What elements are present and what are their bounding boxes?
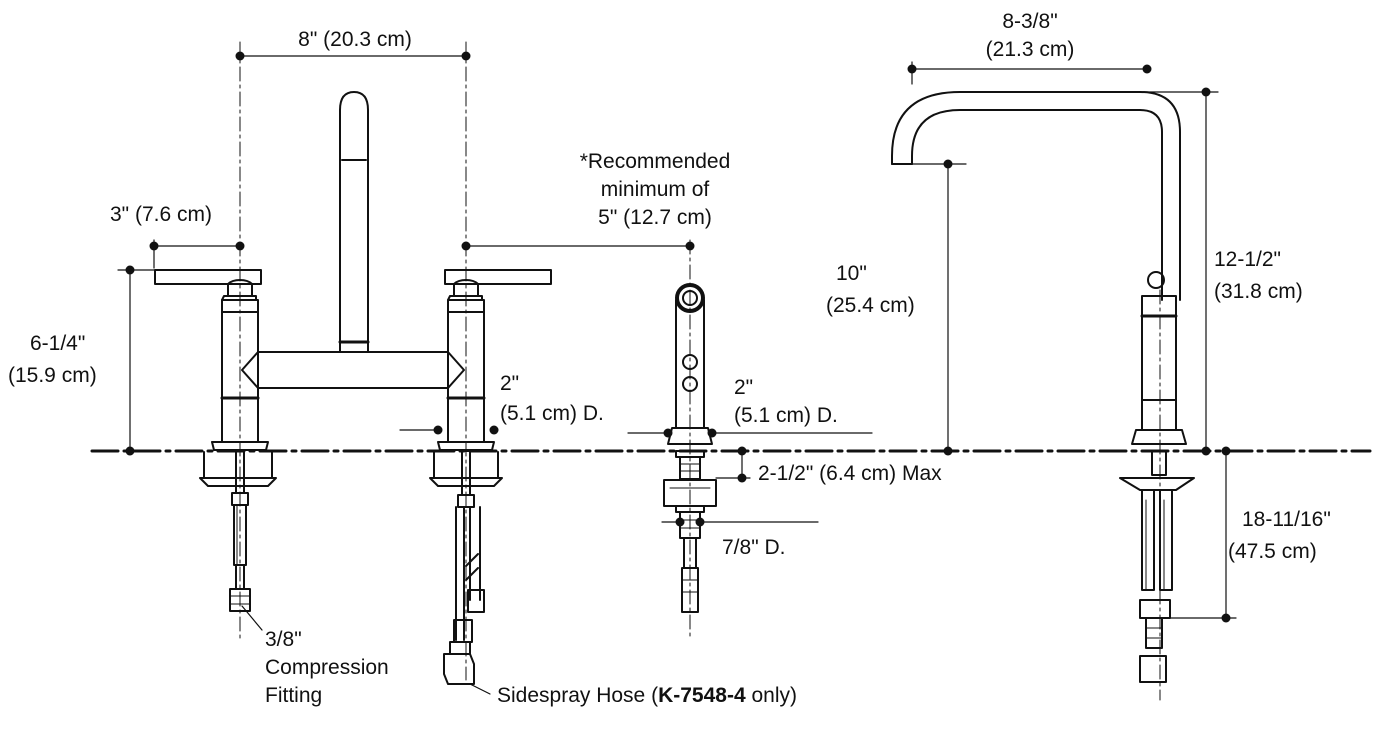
label-base-diameter-sidespray: 2" bbox=[734, 376, 754, 399]
label-handle-width: 3" (7.6 cm) bbox=[110, 203, 212, 226]
label-spout-reach: 8-3/8" bbox=[1002, 10, 1058, 33]
dimension-dots bbox=[125, 51, 1231, 623]
label-compression-3: Fitting bbox=[265, 684, 323, 707]
label-compression-2: Compression bbox=[265, 656, 389, 679]
label-spout-reach-cm: (21.3 cm) bbox=[985, 38, 1075, 61]
label-compression-1: 3/8" bbox=[265, 628, 302, 651]
label-recommended-1: *Recommended bbox=[579, 150, 731, 173]
bridge-faucet bbox=[154, 91, 552, 685]
label-overall-height-cm: (31.8 cm) bbox=[1214, 280, 1303, 303]
label-spout-height: 10" bbox=[836, 262, 867, 285]
label-spout-height-cm: (25.4 cm) bbox=[826, 294, 915, 317]
label-overall-height: 12-1/2" bbox=[1214, 248, 1281, 271]
label-sidespray-model: K-7548-4 bbox=[658, 684, 746, 707]
label-base-diameter-faucet-cm: (5.1 cm) D. bbox=[500, 402, 604, 425]
label-supply-length-cm: (47.5 cm) bbox=[1228, 540, 1317, 563]
label-base-diameter-sidespray-cm: (5.1 cm) D. bbox=[734, 404, 838, 427]
center-lines bbox=[239, 41, 1161, 701]
gooseneck-faucet bbox=[891, 91, 1195, 683]
label-supply-length: 18-11/16" bbox=[1242, 508, 1331, 531]
label-spread: 8" (20.3 cm) bbox=[298, 28, 412, 51]
label-sidespray-hose: Sidespray Hose (K-7548-4 only) bbox=[497, 684, 797, 707]
label-max-deck-thickness: 2-1/2" (6.4 cm) Max bbox=[758, 462, 942, 485]
label-deck-height: 6-1/4" bbox=[30, 332, 86, 355]
label-recommended-2: minimum of bbox=[600, 178, 710, 201]
label-deck-height-cm: (15.9 cm) bbox=[8, 364, 97, 387]
label-shank-diameter: 7/8" D. bbox=[722, 536, 786, 559]
label-base-diameter-faucet: 2" bbox=[500, 372, 520, 395]
label-recommended-3: 5" (12.7 cm) bbox=[598, 206, 712, 229]
